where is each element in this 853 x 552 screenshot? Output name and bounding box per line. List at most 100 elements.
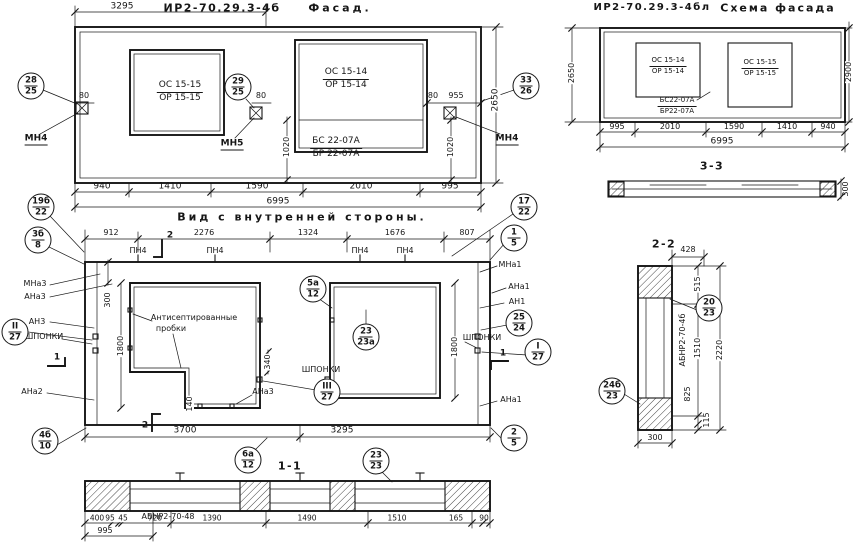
note-antiseptic-line2: пробки [155,324,187,333]
callout-bottom: 22 [518,207,530,218]
callout-bottom: 12 [242,460,254,471]
callout-top: 20 [702,297,716,309]
callout-bottom: 5 [511,438,517,449]
dim-1510-22: 1510 [693,336,702,360]
schema-linework [564,21,853,153]
label-mna3: МНа3 [23,279,47,288]
mark-numerator: БС 22-07А [310,137,362,149]
callout-top: 2 [507,428,521,439]
dim-825: 825 [683,385,692,403]
anchor-label-mn5: МН5 [220,138,244,151]
section-mark-1-left: 1 [53,352,61,363]
section-3-3-linework [607,177,845,201]
callout-bottom: 23 [703,308,715,319]
callout-bottom: 5 [511,238,517,249]
callout-top: 17 [517,196,531,208]
mark-denominator: ОР 15-14 [325,80,367,90]
dim-1510: 1510 [387,513,407,523]
dim-inner-1800-right: 1800 [450,335,459,359]
dim-schema-1410: 1410 [776,122,798,131]
inner-view-linework [27,213,528,452]
dim-facade-height-2650: 2650 [490,87,501,113]
callout-top: 1 [507,228,521,239]
label-pn4-2: ПН4 [206,246,224,255]
schema-title: Схема фасада [720,1,836,15]
section-3-3-label: 3-3 [699,159,725,173]
label-an1: АН1 [508,297,526,306]
dim-955: 955 [448,91,464,100]
dim-80-right: 80 [427,91,439,100]
callout-top: 29 [231,76,245,88]
dim-995: 995 [441,181,459,192]
callout-bottom: 25 [25,86,37,97]
dim-45: 45 [117,513,129,523]
dim-facade-3295: 3295 [110,1,134,12]
dim-inner-1800-left: 1800 [116,334,125,358]
dim-515: 515 [693,275,702,293]
callout-top: 23 [359,326,373,338]
dim-1590: 1590 [245,181,269,192]
mark-numerator: ОС 15-15 [741,59,779,69]
callout-bottom: 23 [370,461,382,472]
anchor-label-mn4-left: МН4 [24,133,48,146]
callout-top: 6а [241,449,255,461]
dim-400: 400 [88,513,106,523]
mark-numerator: БС22-07А [657,97,697,107]
dim-80-mid: 80 [255,91,267,100]
dim-300-22: 300 [647,433,663,442]
section-mark-2-top: 2 [166,230,174,241]
label-mna1: МНа1 [498,260,522,269]
label-ana3-mid: АНа3 [252,387,274,396]
dim-720: 720 [147,513,163,523]
dim-2220: 2220 [715,338,724,362]
callout-bottom: 27 [532,352,544,363]
callout-top: III [320,381,334,393]
dim-2276: 2276 [193,228,215,237]
label-shponki-right: ШПОНКИ [462,333,502,342]
section-1-1-code: АБНР2-70-48 [141,512,195,521]
dim-1390: 1390 [202,513,222,523]
dim-schema-2010: 2010 [659,122,681,131]
dim-807: 807 [459,228,475,237]
dim-schema-total-6995: 6995 [710,136,734,147]
dim-inner-3700: 3700 [173,425,197,436]
callout-bottom: 25 [232,87,244,98]
section-2-2-code: АБНР2-70-4б [678,312,687,368]
dim-995-row2: 995 [97,526,113,535]
label-ana3: АНа3 [24,292,46,301]
dim-schema-1590: 1590 [723,122,745,131]
callout-top: II [8,322,22,333]
dim-1324: 1324 [297,228,319,237]
mark-denominator: БР 22-07А [312,149,360,159]
anchor-label-mn4-right: МН4 [495,133,519,146]
callout-top: 4б [38,430,52,442]
inner-view-title: Вид с внутренней стороны. [177,210,427,224]
callout-top: 25 [512,312,526,324]
dim-inner-140: 140 [185,395,194,413]
section-1-1-linework [81,471,494,542]
callout-top: 24б [603,380,621,392]
dim-inner-300: 300 [103,291,112,309]
label-an3: АН3 [28,317,46,326]
dim-schema-995: 995 [609,122,625,131]
